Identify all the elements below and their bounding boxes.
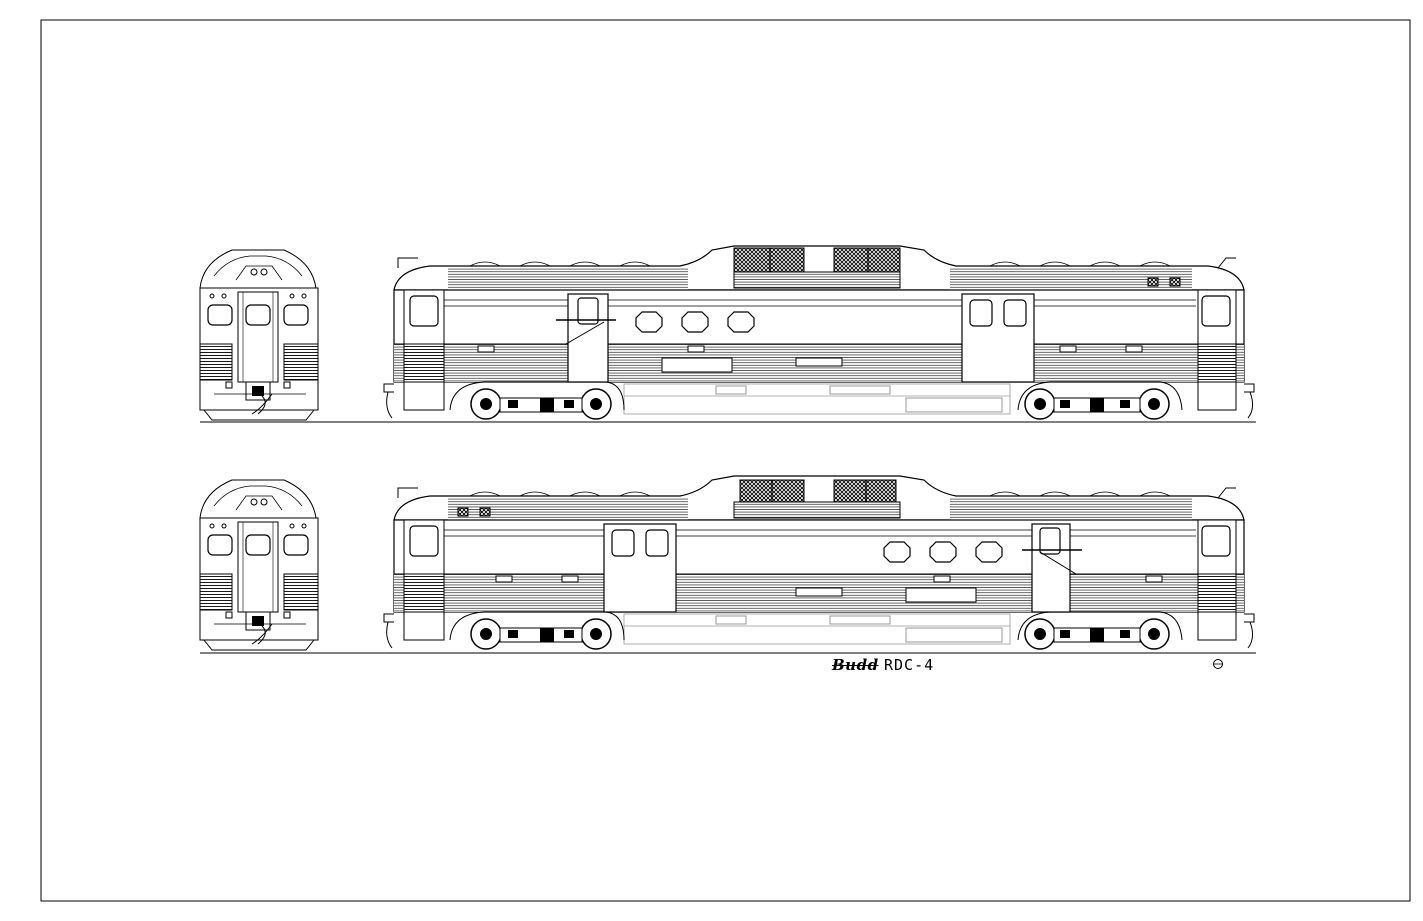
truck-top-left: [449, 381, 625, 420]
sheet-border: [40, 19, 1411, 902]
scale-symbol-icon: [1213, 659, 1223, 669]
end-view-bottom: [199, 479, 319, 651]
truck-bottom-left: [449, 611, 625, 650]
builder-logo: Budd: [832, 656, 879, 674]
elevation-row-top: [199, 245, 1256, 423]
truck-top-right: [1017, 381, 1183, 420]
truck-bottom-right: [1017, 611, 1183, 650]
side-view-bottom: [383, 475, 1255, 650]
end-view-top: [199, 249, 319, 421]
side-view-top: [383, 245, 1255, 420]
elevation-row-bottom: [199, 475, 1256, 654]
model-label: RDC-4: [884, 656, 935, 674]
